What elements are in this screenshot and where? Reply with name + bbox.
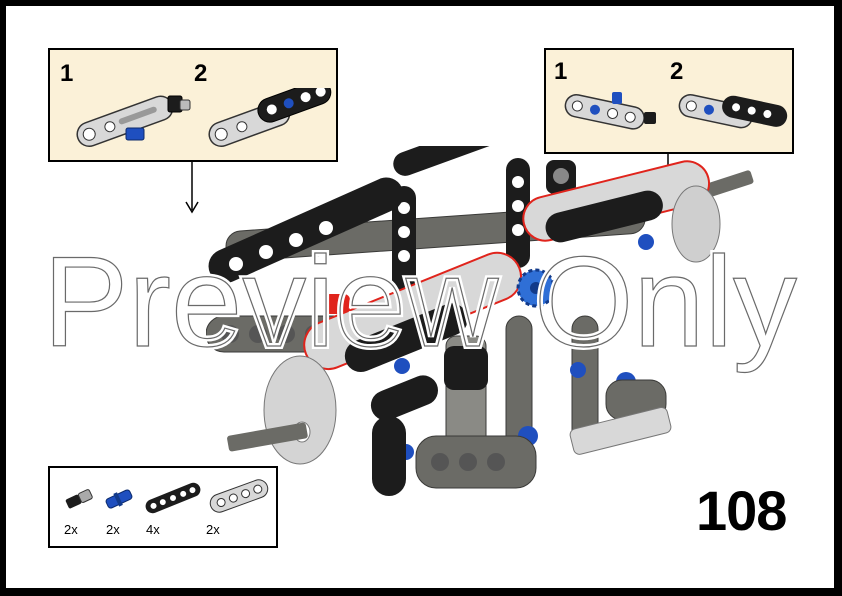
left-substep-2-number: 2	[194, 60, 208, 87]
part-axle-pin-icon	[105, 489, 133, 509]
right-subassembly-callout: 1 2	[544, 48, 794, 154]
right-substep-1-illustration	[564, 92, 656, 130]
right-substep-2-illustration	[678, 94, 788, 129]
preview-only-watermark: Preview Only Preview Only	[40, 228, 800, 377]
main-model-illustration	[206, 146, 754, 496]
part-connector-pin-icon	[65, 489, 93, 509]
part-black-liftarm-qty: 4x	[146, 522, 160, 537]
part-gray-liftarm-icon	[209, 479, 269, 513]
left-substep-1-number: 1	[60, 60, 74, 87]
watermark-text-outline: Preview Only	[43, 231, 797, 374]
part-connector-pin-qty: 2x	[64, 522, 78, 537]
parts-list: 2x 2x 4x	[48, 466, 278, 548]
part-black-liftarm-icon	[145, 482, 201, 514]
instruction-page: 1 2 1	[6, 6, 834, 588]
part-gray-liftarm-qty: 2x	[206, 522, 220, 537]
left-subassembly-callout: 1 2	[48, 48, 338, 162]
step-number: 108	[696, 479, 787, 542]
left-substep-1-illustration	[76, 95, 191, 147]
right-substep-1-number: 1	[554, 58, 568, 85]
watermark-text: Preview Only	[43, 231, 797, 374]
right-substep-2-number: 2	[670, 58, 684, 85]
left-substep-2-illustration	[208, 88, 332, 147]
part-axle-pin-qty: 2x	[106, 522, 120, 537]
